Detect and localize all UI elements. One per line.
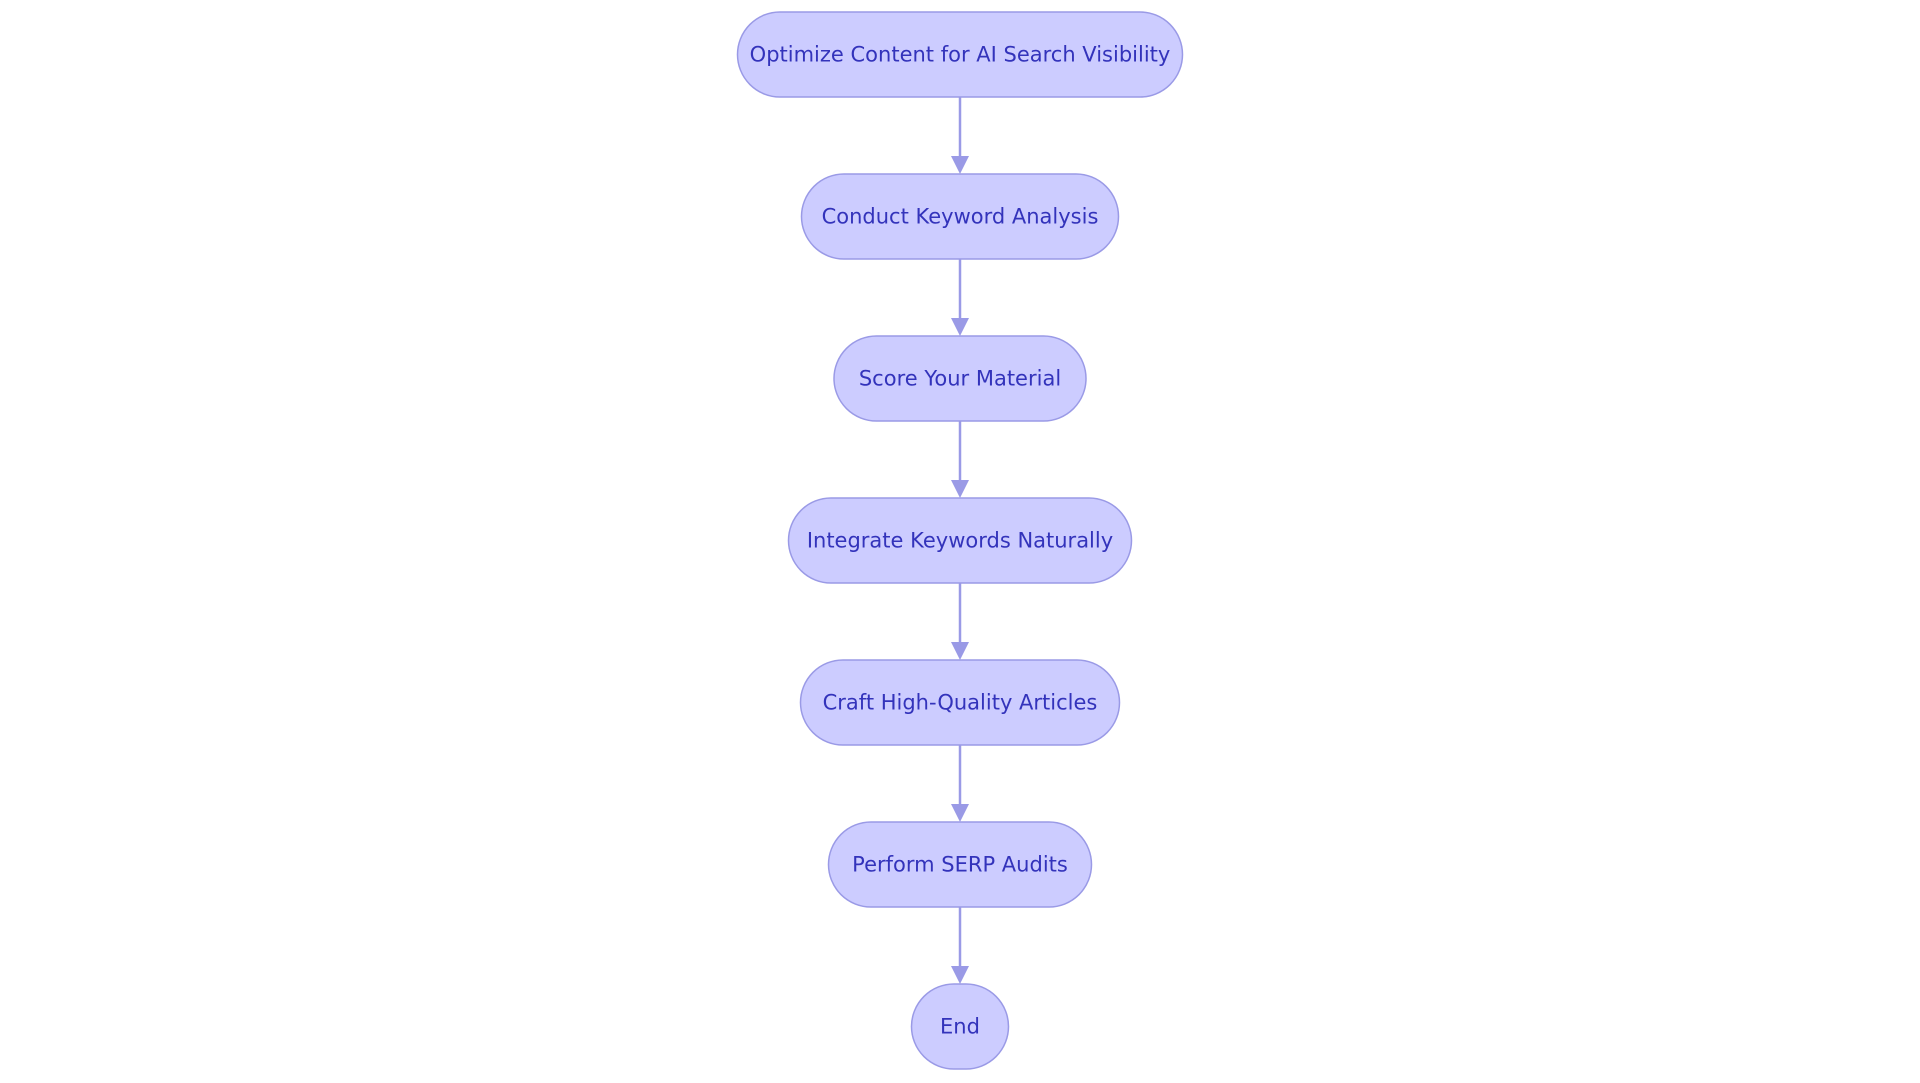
node-box <box>787 497 1133 584</box>
arrow-head-icon <box>951 804 969 822</box>
node-box <box>736 11 1184 98</box>
arrow-head-icon <box>951 156 969 174</box>
edge-arrow <box>951 907 969 984</box>
node-craft-high-quality-articles: Craft High-Quality Articles <box>799 659 1121 746</box>
node-label: Score Your Material <box>859 367 1061 391</box>
node-integrate-keywords-naturally: Integrate Keywords Naturally <box>787 497 1133 584</box>
node-optimize-content-for-ai-search-visibility: Optimize Content for AI Search Visibilit… <box>736 11 1184 98</box>
edges-layer <box>951 97 969 984</box>
node-label: End <box>940 1015 980 1039</box>
arrow-head-icon <box>951 642 969 660</box>
node-label: Optimize Content for AI Search Visibilit… <box>750 43 1171 67</box>
node-box <box>833 335 1087 422</box>
node-label: Integrate Keywords Naturally <box>807 529 1113 553</box>
node-box <box>827 821 1093 908</box>
node-conduct-keyword-analysis: Conduct Keyword Analysis <box>800 173 1120 260</box>
node-box <box>800 173 1120 260</box>
edge-arrow <box>951 745 969 822</box>
arrow-head-icon <box>951 966 969 984</box>
node-box <box>910 983 1010 1070</box>
node-score-your-material: Score Your Material <box>833 335 1087 422</box>
node-label: Conduct Keyword Analysis <box>822 205 1099 229</box>
edge-arrow <box>951 421 969 498</box>
node-label: Craft High-Quality Articles <box>823 691 1098 715</box>
node-end: End <box>910 983 1010 1070</box>
edge-arrow <box>951 97 969 174</box>
arrow-head-icon <box>951 480 969 498</box>
nodes-layer: Optimize Content for AI Search Visibilit… <box>736 11 1184 1070</box>
edge-arrow <box>951 259 969 336</box>
node-box <box>799 659 1121 746</box>
node-label: Perform SERP Audits <box>852 853 1068 877</box>
edge-arrow <box>951 583 969 660</box>
arrow-head-icon <box>951 318 969 336</box>
node-perform-serp-audits: Perform SERP Audits <box>827 821 1093 908</box>
